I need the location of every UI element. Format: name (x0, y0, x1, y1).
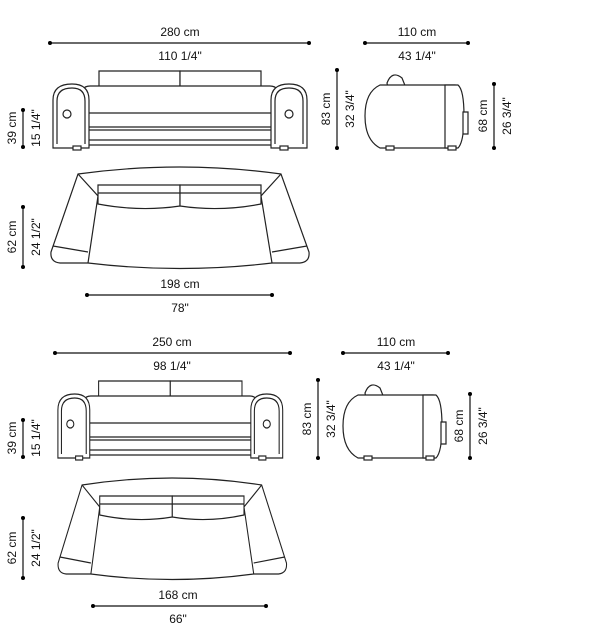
depth-cm-label: 110 cm (398, 25, 436, 39)
seat-width-in-label: 66" (169, 612, 187, 626)
seat-depth-in-label: 24 1/2" (29, 218, 43, 256)
seat-width-cm-label: 168 cm (158, 588, 197, 602)
side-view (364, 74, 469, 151)
width-cm-label: 280 cm (160, 25, 199, 39)
height-in-label: 32 3/4" (343, 90, 357, 128)
height-cm-label: 83 cm (300, 403, 314, 436)
seat-in-label: 15 1/4" (29, 109, 43, 147)
top-view (57, 477, 288, 581)
seat-depth-in-label: 24 1/2" (29, 529, 43, 567)
depth-in-label: 43 1/4" (377, 359, 415, 373)
sofa-large: 280 cm 110 1/4" 39 cm 15 1/4" 62 cm 24 1… (5, 25, 514, 315)
arm-height-cm-label: 68 cm (476, 100, 490, 133)
seat-width-cm-label: 198 cm (160, 277, 199, 291)
arm-height-cm-label: 68 cm (452, 410, 466, 443)
width-in-label: 110 1/4" (158, 49, 201, 63)
seat-depth-cm-label: 62 cm (5, 532, 19, 565)
height-cm-label: 83 cm (319, 93, 333, 126)
width-in-label: 98 1/4" (153, 359, 191, 373)
width-cm-label: 250 cm (152, 335, 191, 349)
sofa-small: 250 cm 98 1/4" 39 cm 15 1/4" 62 cm 24 1/… (5, 335, 490, 626)
depth-in-label: 43 1/4" (398, 49, 436, 63)
arm-height-in-label: 26 3/4" (476, 407, 490, 445)
side-view (342, 384, 447, 461)
seat-width-in-label: 78" (171, 301, 189, 315)
seat-cm-label: 39 cm (5, 422, 19, 455)
front-view (52, 70, 308, 151)
front-view (57, 380, 284, 461)
depth-cm-label: 110 cm (377, 335, 415, 349)
seat-cm-label: 39 cm (5, 112, 19, 145)
height-in-label: 32 3/4" (324, 400, 338, 438)
arm-height-in-label: 26 3/4" (500, 97, 514, 135)
seat-in-label: 15 1/4" (29, 419, 43, 457)
top-view (50, 166, 310, 270)
seat-depth-cm-label: 62 cm (5, 221, 19, 254)
